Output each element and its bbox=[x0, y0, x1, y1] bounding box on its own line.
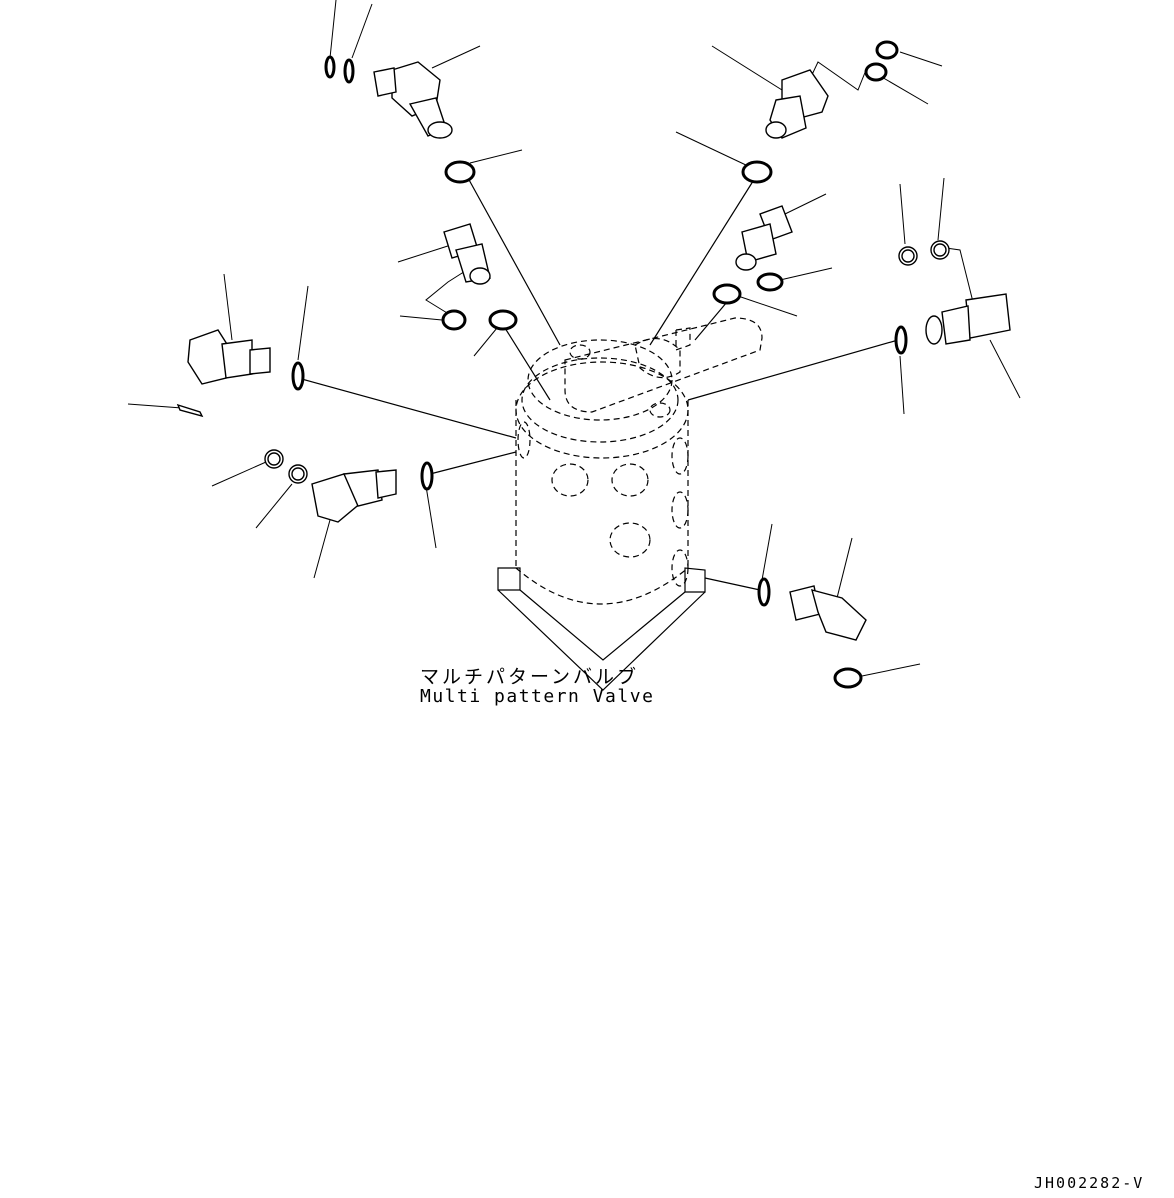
o-ring bbox=[875, 40, 899, 60]
o-ring bbox=[343, 58, 355, 84]
elbow-fitting-lower-left bbox=[311, 469, 397, 523]
o-rings bbox=[176, 40, 950, 689]
pin bbox=[176, 403, 204, 418]
straight-fitting-mid-left bbox=[443, 223, 491, 285]
o-ring bbox=[324, 55, 336, 79]
o-ring bbox=[864, 62, 888, 82]
multi-pattern-valve-body bbox=[497, 317, 763, 691]
fittings bbox=[187, 61, 1011, 641]
straight-fitting-right bbox=[925, 293, 1011, 345]
leader-lines bbox=[127, 0, 1021, 677]
o-ring bbox=[488, 309, 518, 331]
o-ring bbox=[894, 325, 908, 355]
o-ring bbox=[420, 461, 434, 491]
o-ring bbox=[833, 667, 863, 689]
elbow-fitting-top-right bbox=[765, 69, 829, 139]
o-ring bbox=[757, 577, 771, 607]
drawing-code: JH002282-V bbox=[1034, 1174, 1145, 1192]
o-ring bbox=[741, 160, 773, 184]
elbow-fitting-left bbox=[187, 329, 271, 385]
o-ring bbox=[712, 283, 742, 305]
o-ring bbox=[441, 309, 467, 331]
straight-fitting-mid-right bbox=[735, 205, 793, 271]
elbow-fitting-lower-right bbox=[789, 585, 867, 641]
elbow-fitting-top-left bbox=[373, 61, 453, 139]
valve-label-en: Multi pattern Valve bbox=[420, 686, 655, 707]
valve-label-jp: マルチパターンバルブ bbox=[420, 666, 640, 688]
o-ring bbox=[444, 160, 476, 184]
o-ring bbox=[756, 272, 784, 292]
o-ring bbox=[291, 361, 305, 391]
